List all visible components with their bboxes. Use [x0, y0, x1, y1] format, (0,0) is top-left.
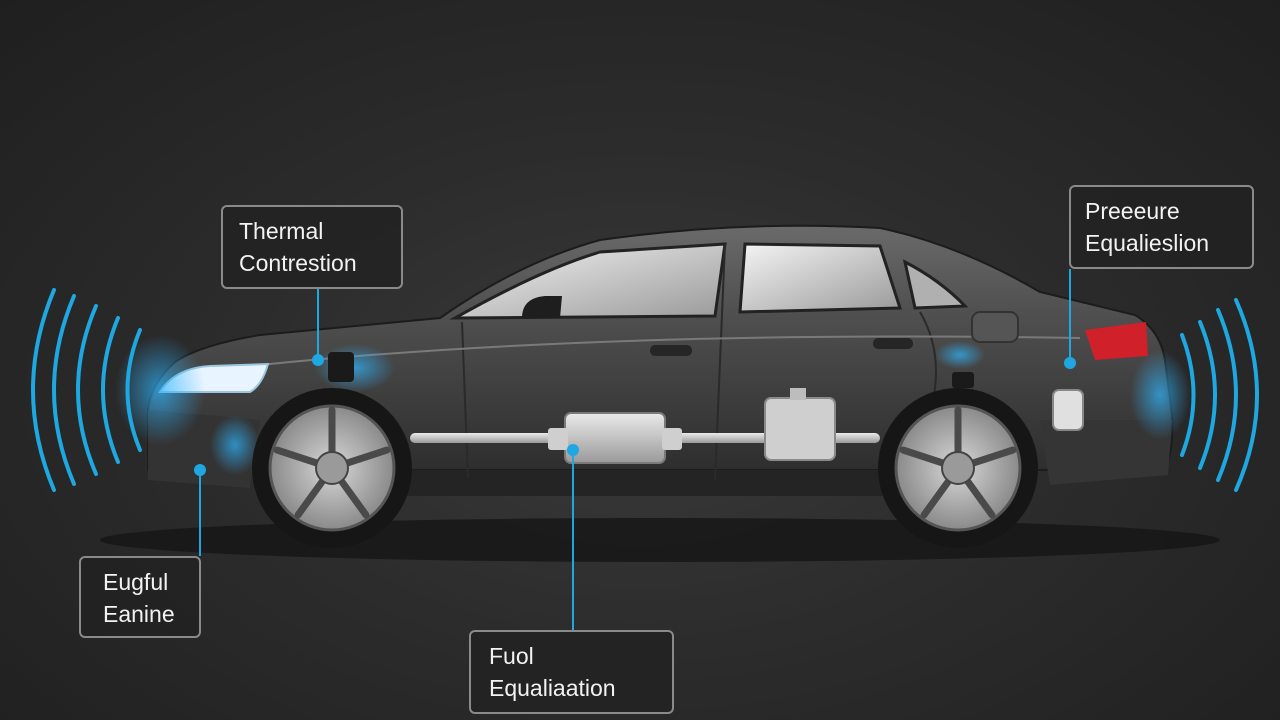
- fuel-filter: [564, 412, 666, 464]
- callout-fuel-line2: Equaliaation: [489, 675, 616, 701]
- sensor-wave-icon: [31, 288, 142, 492]
- connector-dot-icon: [194, 354, 1076, 476]
- callout-thermal: Thermal Contrestion: [221, 205, 403, 289]
- callout-pressure-line1: Preeeure: [1085, 198, 1180, 224]
- fuel-tank-neck: [790, 388, 806, 400]
- door-handle-rear: [873, 338, 913, 349]
- callout-engine-line2: Eanine: [103, 601, 175, 627]
- fuel-tank: [764, 397, 836, 461]
- door-handle-front: [650, 345, 692, 356]
- side-mirror: [522, 296, 562, 318]
- front-window: [449, 242, 727, 320]
- front-lower-glow: [210, 415, 260, 475]
- leader-lines: [199, 269, 1071, 630]
- pressure-sensor: [952, 372, 974, 388]
- callout-fuel-line1: Fuol: [489, 643, 534, 669]
- rear-wheel: [878, 388, 1038, 548]
- sensor-wave-icon: [1180, 298, 1259, 492]
- rear-window: [738, 242, 903, 314]
- callout-pressure: Preeeure Equalieslion: [1069, 185, 1254, 269]
- rear-glow: [1130, 350, 1190, 440]
- front-sensor-glow: [115, 335, 205, 445]
- fuel-filter-cap-left: [548, 428, 568, 450]
- pressure-glow: [935, 341, 985, 369]
- sill: [380, 470, 900, 496]
- tail-light: [1085, 322, 1148, 360]
- fuel-cap: [971, 311, 1019, 343]
- front-wheel: [252, 388, 412, 548]
- rear-canister: [1052, 389, 1084, 431]
- callout-pressure-line2: Equalieslion: [1085, 230, 1210, 256]
- rear-bumper: [1040, 420, 1172, 485]
- thermal-glow: [315, 344, 395, 392]
- callout-engine-line1: Eugful: [103, 569, 169, 595]
- fuel-filter-cap-right: [662, 428, 682, 450]
- thermal-sensor: [328, 352, 354, 382]
- quarter-window: [902, 259, 969, 310]
- ground-shadow: [100, 518, 1220, 562]
- callout-fuel: Fuol Equaliaation: [469, 630, 674, 714]
- callout-engine: Eugful Eanine: [79, 556, 201, 638]
- callout-thermal-line2: Contrestion: [239, 250, 357, 276]
- callout-thermal-line1: Thermal: [239, 218, 324, 244]
